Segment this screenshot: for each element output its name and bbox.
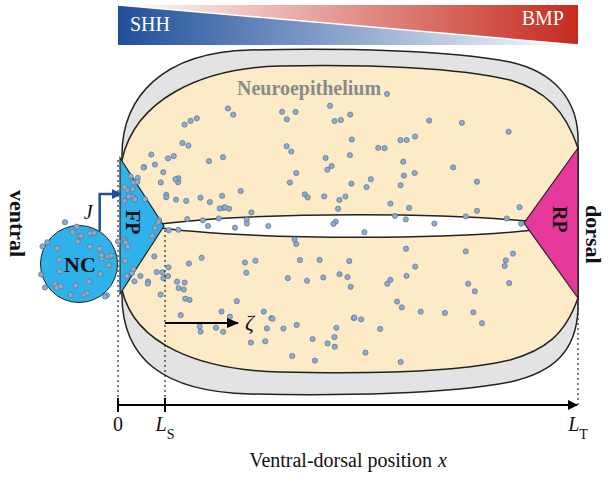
axis-title-wrap: Ventral-dorsal position	[249, 450, 432, 471]
side-label-wrap: ventral	[6, 190, 28, 261]
position-axis	[118, 404, 577, 406]
morphogen-particles	[39, 91, 524, 364]
side-label: dorsal	[582, 205, 604, 264]
morphogen-name: BMP	[522, 8, 564, 28]
roof-plate: RP	[524, 148, 578, 298]
guide-line	[118, 160, 119, 405]
edge-label-wrap: J	[82, 202, 95, 223]
neural-tube: NeuroepitheliumFP RP	[118, 48, 578, 400]
tick-label-wrap: L	[156, 414, 167, 435]
side-label: ventral	[6, 190, 28, 257]
coordinate-symbol-wrap: ζ	[245, 312, 254, 334]
node-label-wrap: FP	[123, 210, 143, 238]
morphogen-name-wrap: SHH	[130, 14, 170, 35]
tube-outline	[118, 48, 578, 400]
subscript-wrap: T	[579, 425, 588, 443]
axis-variable-wrap: x	[438, 450, 447, 471]
morphogen-name-wrap: BMP	[522, 8, 564, 29]
subscript: S	[167, 428, 175, 442]
gradient-band: SHH BMP	[118, 5, 578, 45]
coordinate-symbol: ζ	[245, 312, 254, 334]
tick-label: L	[156, 414, 167, 434]
tick-label: 0	[113, 414, 123, 434]
axis-variable: x	[438, 450, 447, 470]
region-label-wrap: Neuroepithelium	[237, 78, 381, 99]
edge-label: J	[82, 202, 95, 222]
node-label: RP	[550, 206, 570, 233]
zeta-arrow	[165, 322, 238, 324]
subscript: T	[579, 428, 588, 442]
subscript-wrap: S	[167, 425, 175, 443]
morphogen-name: SHH	[130, 14, 170, 34]
region-label: Neuroepithelium	[237, 78, 381, 98]
tick-label-wrap: 0	[113, 414, 123, 435]
axis-title: Ventral-dorsal position	[249, 450, 432, 470]
gradient-bar	[118, 5, 578, 45]
edge-layer	[100, 194, 121, 231]
node-label: NC	[64, 254, 96, 276]
node-label-wrap: RP	[550, 206, 570, 237]
axis-tick	[164, 398, 166, 412]
side-label-wrap: dorsal	[582, 205, 604, 268]
tick-label-wrap: L	[568, 414, 579, 435]
node-label: FP	[123, 210, 143, 234]
guide-line	[165, 230, 166, 405]
tick-label: L	[568, 414, 579, 434]
flux-arrow	[100, 194, 121, 231]
